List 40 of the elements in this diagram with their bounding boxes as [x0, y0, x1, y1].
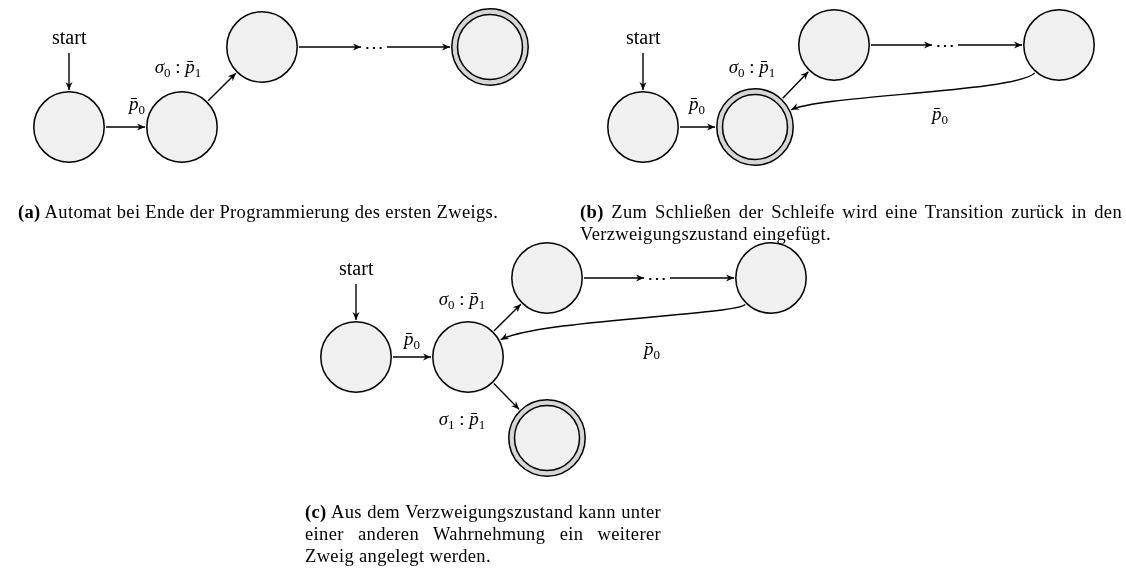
state-circle — [33, 91, 105, 163]
curved-arrow — [790, 72, 1036, 111]
state-circle — [320, 321, 392, 393]
arrow — [870, 41, 933, 49]
state-circle — [735, 242, 807, 314]
arrow — [298, 43, 362, 51]
state-label: ⋯ — [935, 35, 955, 55]
figure-caption: (b) Zum Schließen der Schleife wird eine Transition zurück in den Verzweigungszustand eingefügt. — [580, 201, 1122, 245]
curved-arrow — [500, 303, 746, 341]
accepting-state-circle — [508, 399, 586, 477]
state-label: start — [52, 27, 87, 47]
arrow — [493, 382, 520, 411]
arrow — [493, 303, 522, 332]
arrow — [583, 274, 645, 282]
state-label: start — [339, 258, 374, 278]
state-circle — [798, 9, 870, 81]
arrow — [386, 43, 451, 51]
state-circle — [1023, 9, 1095, 81]
state-circle — [607, 91, 679, 163]
arrow — [207, 72, 237, 102]
state-label: start — [626, 27, 661, 47]
state-circle — [146, 91, 218, 163]
state-label: ⋯ — [364, 37, 384, 57]
arrow — [105, 123, 146, 131]
arrow — [669, 274, 735, 282]
arrow — [639, 52, 647, 91]
figure-caption: (c) Aus dem Verzweigungszustand kann unter einer anderen Wahrnehmung ein weiterer Zweig angelegt werden. — [305, 501, 661, 567]
accepting-state-circle — [451, 8, 529, 86]
arrow — [957, 41, 1023, 49]
figure-caption: (a) Automat bei Ende der Programmierung des ersten Zweigs. — [18, 201, 500, 223]
arrow — [392, 353, 432, 361]
arrow — [65, 52, 73, 91]
arrow — [782, 70, 810, 99]
accepting-state-circle — [716, 88, 794, 166]
arrow — [352, 283, 360, 321]
state-label: ⋯ — [647, 268, 667, 288]
state-circle — [511, 242, 583, 314]
arrow — [679, 123, 716, 131]
state-circle — [226, 11, 298, 83]
state-circle — [432, 321, 504, 393]
